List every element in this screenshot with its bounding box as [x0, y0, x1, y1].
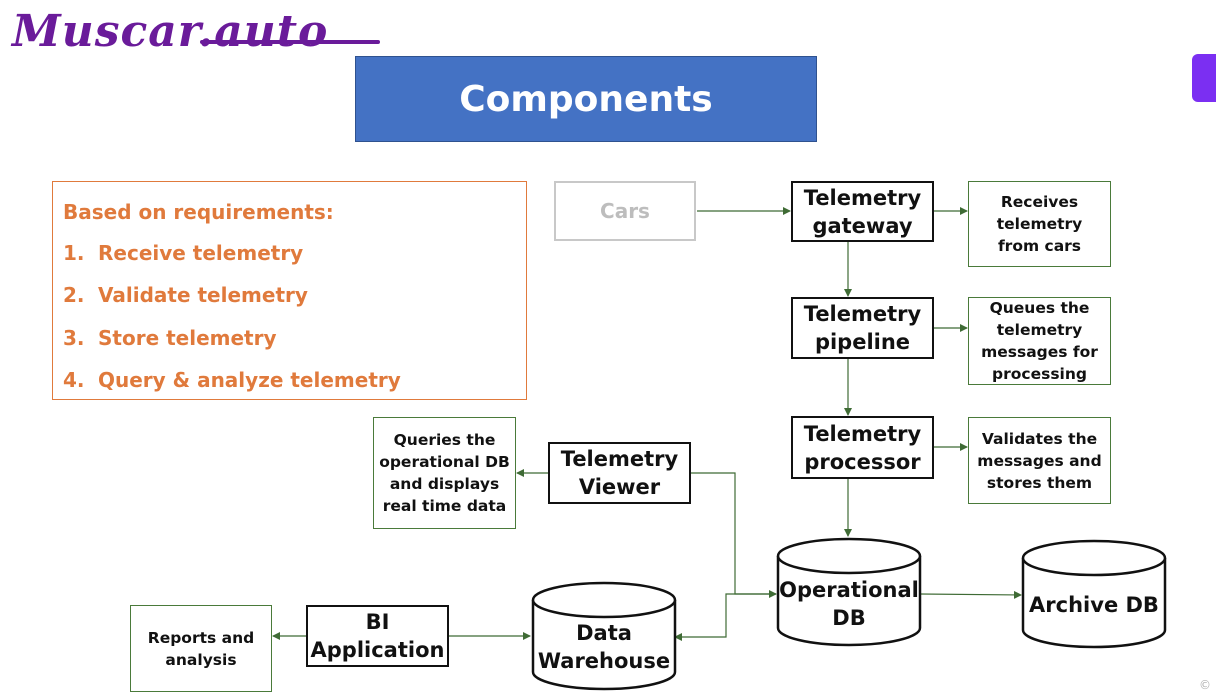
note-line: telemetry — [996, 215, 1083, 233]
telemetry-pipeline-node: Telemetry pipeline — [791, 297, 934, 359]
watermark-icon: © — [1199, 678, 1211, 692]
requirement-item: 3. Store telemetry — [63, 326, 277, 350]
archive-db-node: Archive DB — [1021, 538, 1167, 650]
requirement-number: 2. — [63, 283, 85, 307]
requirement-number: 3. — [63, 326, 85, 350]
node-label-line: Operational — [779, 578, 919, 602]
side-panel-tab[interactable] — [1192, 54, 1216, 102]
node-label-line: DB — [832, 606, 866, 630]
node-label-line: Application — [310, 638, 445, 662]
node-label-line: Viewer — [578, 475, 661, 499]
requirement-number: 1. — [63, 241, 85, 265]
requirement-item: 2. Validate telemetry — [63, 283, 308, 307]
telemetry-gateway-node: Telemetry gateway — [791, 181, 934, 242]
note-line: analysis — [165, 650, 237, 669]
node-label-line: Telemetry — [560, 447, 679, 471]
logo-underline — [200, 40, 380, 44]
node-label-line: Warehouse — [537, 649, 671, 673]
note-line: telemetry — [996, 321, 1083, 339]
node-label-line: processor — [804, 449, 921, 474]
node-label-line: Telemetry — [803, 185, 922, 210]
note-line: Validates the — [981, 429, 1098, 448]
requirement-item: 1. Receive telemetry — [63, 241, 303, 265]
viewer-description-note: Queries the operational DB and displays rea… — [373, 417, 516, 529]
database-cylinder-icon — [1021, 539, 1167, 649]
note-line: from cars — [997, 237, 1082, 255]
node-label-line: Archive DB — [1029, 593, 1159, 617]
logo: Muscar.auto — [12, 6, 329, 57]
note-line: Queues the — [989, 299, 1090, 317]
note-line: processing — [992, 365, 1087, 383]
note-line: stores them — [986, 473, 1093, 492]
note-line: operational DB — [379, 453, 510, 471]
note-line: real time data — [382, 497, 507, 515]
node-label-line: gateway — [812, 213, 913, 238]
cars-node: Cars — [554, 181, 696, 241]
bi-description-note: Reports and analysis — [130, 605, 272, 692]
pipeline-description-note: Queues the telemetry messages for processin… — [968, 297, 1111, 385]
requirement-text: Validate telemetry — [98, 283, 308, 307]
bi-application-node: BI Application — [306, 605, 449, 667]
requirement-text: Receive telemetry — [98, 241, 304, 265]
note-line: and displays — [389, 475, 500, 493]
note-line: Receives — [1000, 193, 1079, 211]
node-label-line: Data — [576, 621, 632, 645]
node-label-line: pipeline — [814, 330, 911, 354]
note-line: messages for — [981, 343, 1098, 361]
note-line: messages and — [977, 451, 1102, 470]
database-cylinder-icon — [776, 537, 922, 647]
note-line: Reports and — [147, 628, 255, 647]
database-cylinder-icon — [531, 581, 677, 691]
arrow-operational-db-to-archive-db — [919, 590, 1022, 599]
slide-title: Components — [355, 56, 817, 142]
requirements-heading: Based on requirements: — [63, 200, 334, 224]
arrow-operational-db-to-data-warehouse — [674, 593, 776, 641]
requirement-text: Store telemetry — [98, 326, 277, 350]
requirement-item: 4. Query & analyze telemetry — [63, 368, 401, 392]
processor-description-note: Validates the messages and stores them — [968, 417, 1111, 504]
node-label-line: BI — [365, 610, 390, 634]
requirements-box: Based on requirements: 1. Receive telemet… — [52, 181, 527, 400]
node-label-line: Telemetry — [803, 302, 922, 326]
gateway-description-note: Receives telemetry from cars — [968, 181, 1111, 267]
requirement-number: 4. — [63, 368, 85, 392]
node-label-line: Telemetry — [803, 421, 922, 446]
note-line: Queries the — [393, 431, 496, 449]
telemetry-processor-node: Telemetry processor — [791, 416, 934, 479]
requirement-text: Query & analyze telemetry — [98, 368, 401, 392]
arrow-viewer-to-operational-db — [690, 472, 777, 598]
